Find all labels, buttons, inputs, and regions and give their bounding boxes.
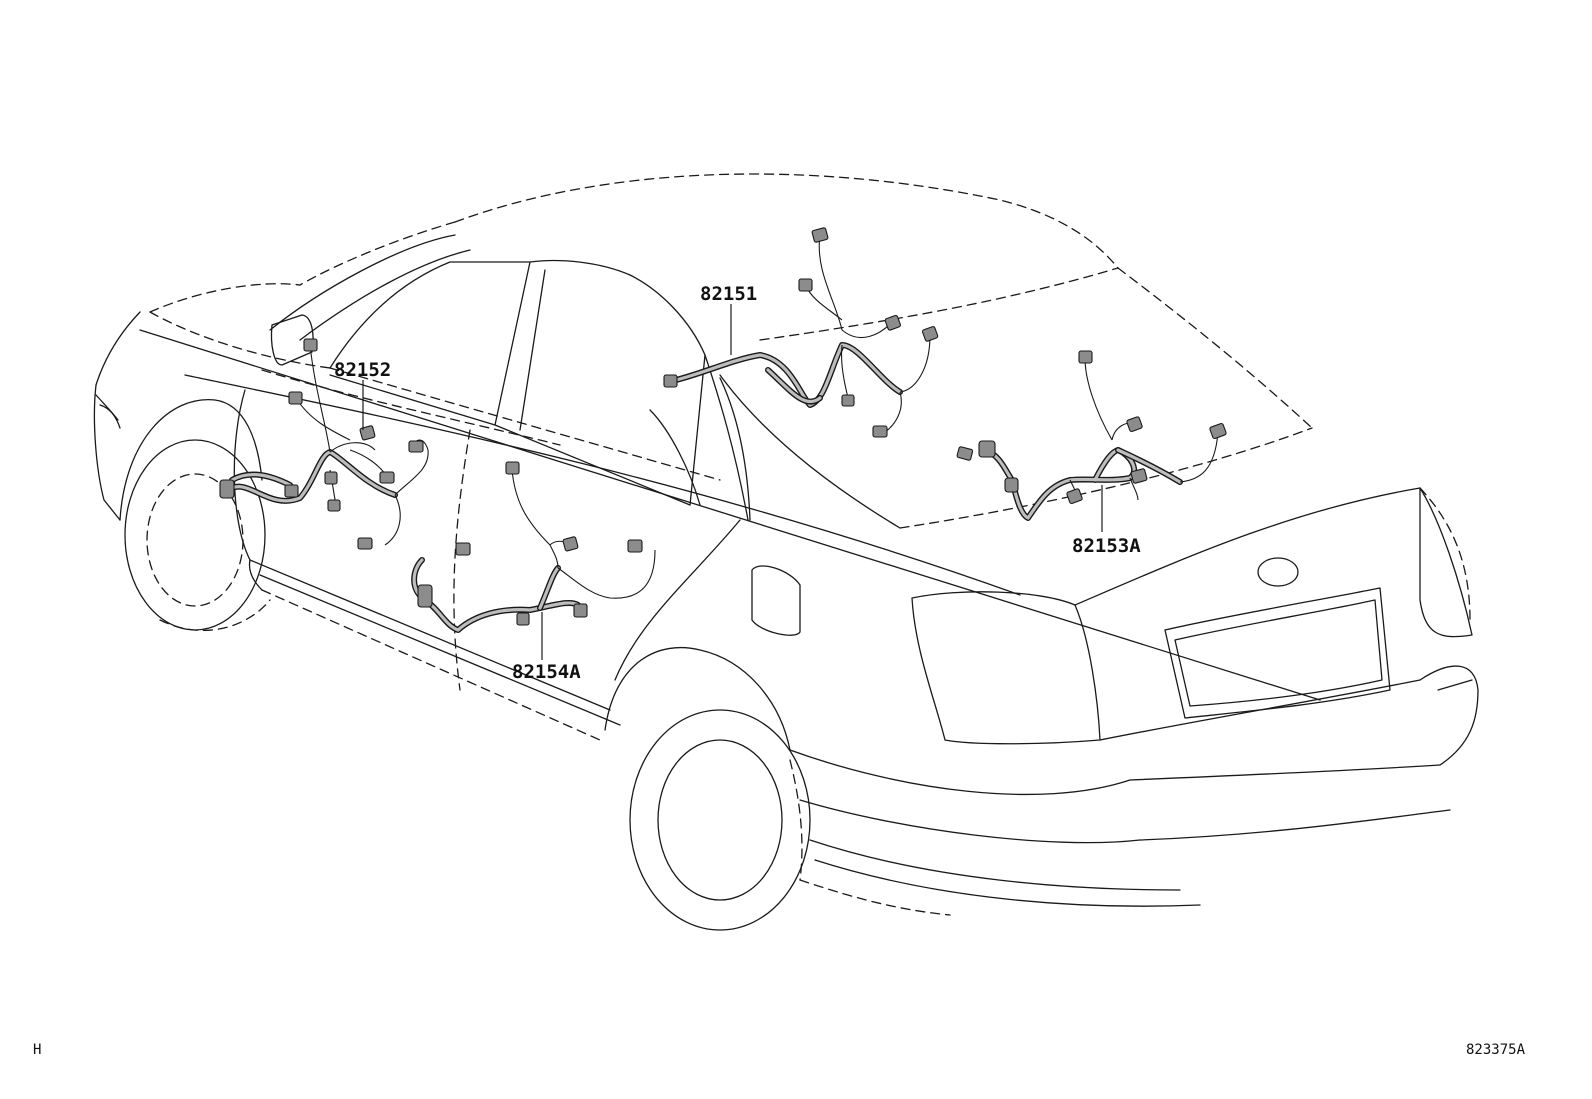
harness-82151 bbox=[663, 227, 939, 438]
figure-id: 823375A bbox=[1466, 1042, 1526, 1058]
callout-82151: 82151 bbox=[700, 283, 757, 305]
callout-82154a: 82154A bbox=[512, 661, 581, 683]
callout-82152: 82152 bbox=[334, 359, 391, 381]
car-body-outline bbox=[93, 173, 1479, 931]
footer-left-mark: H bbox=[33, 1042, 41, 1058]
harness-82153a bbox=[956, 350, 1227, 521]
callout-82153a: 82153A bbox=[1072, 535, 1141, 557]
harness-82154a bbox=[411, 461, 656, 633]
callout-leaders bbox=[362, 304, 1103, 660]
harness-82152 bbox=[219, 338, 429, 550]
